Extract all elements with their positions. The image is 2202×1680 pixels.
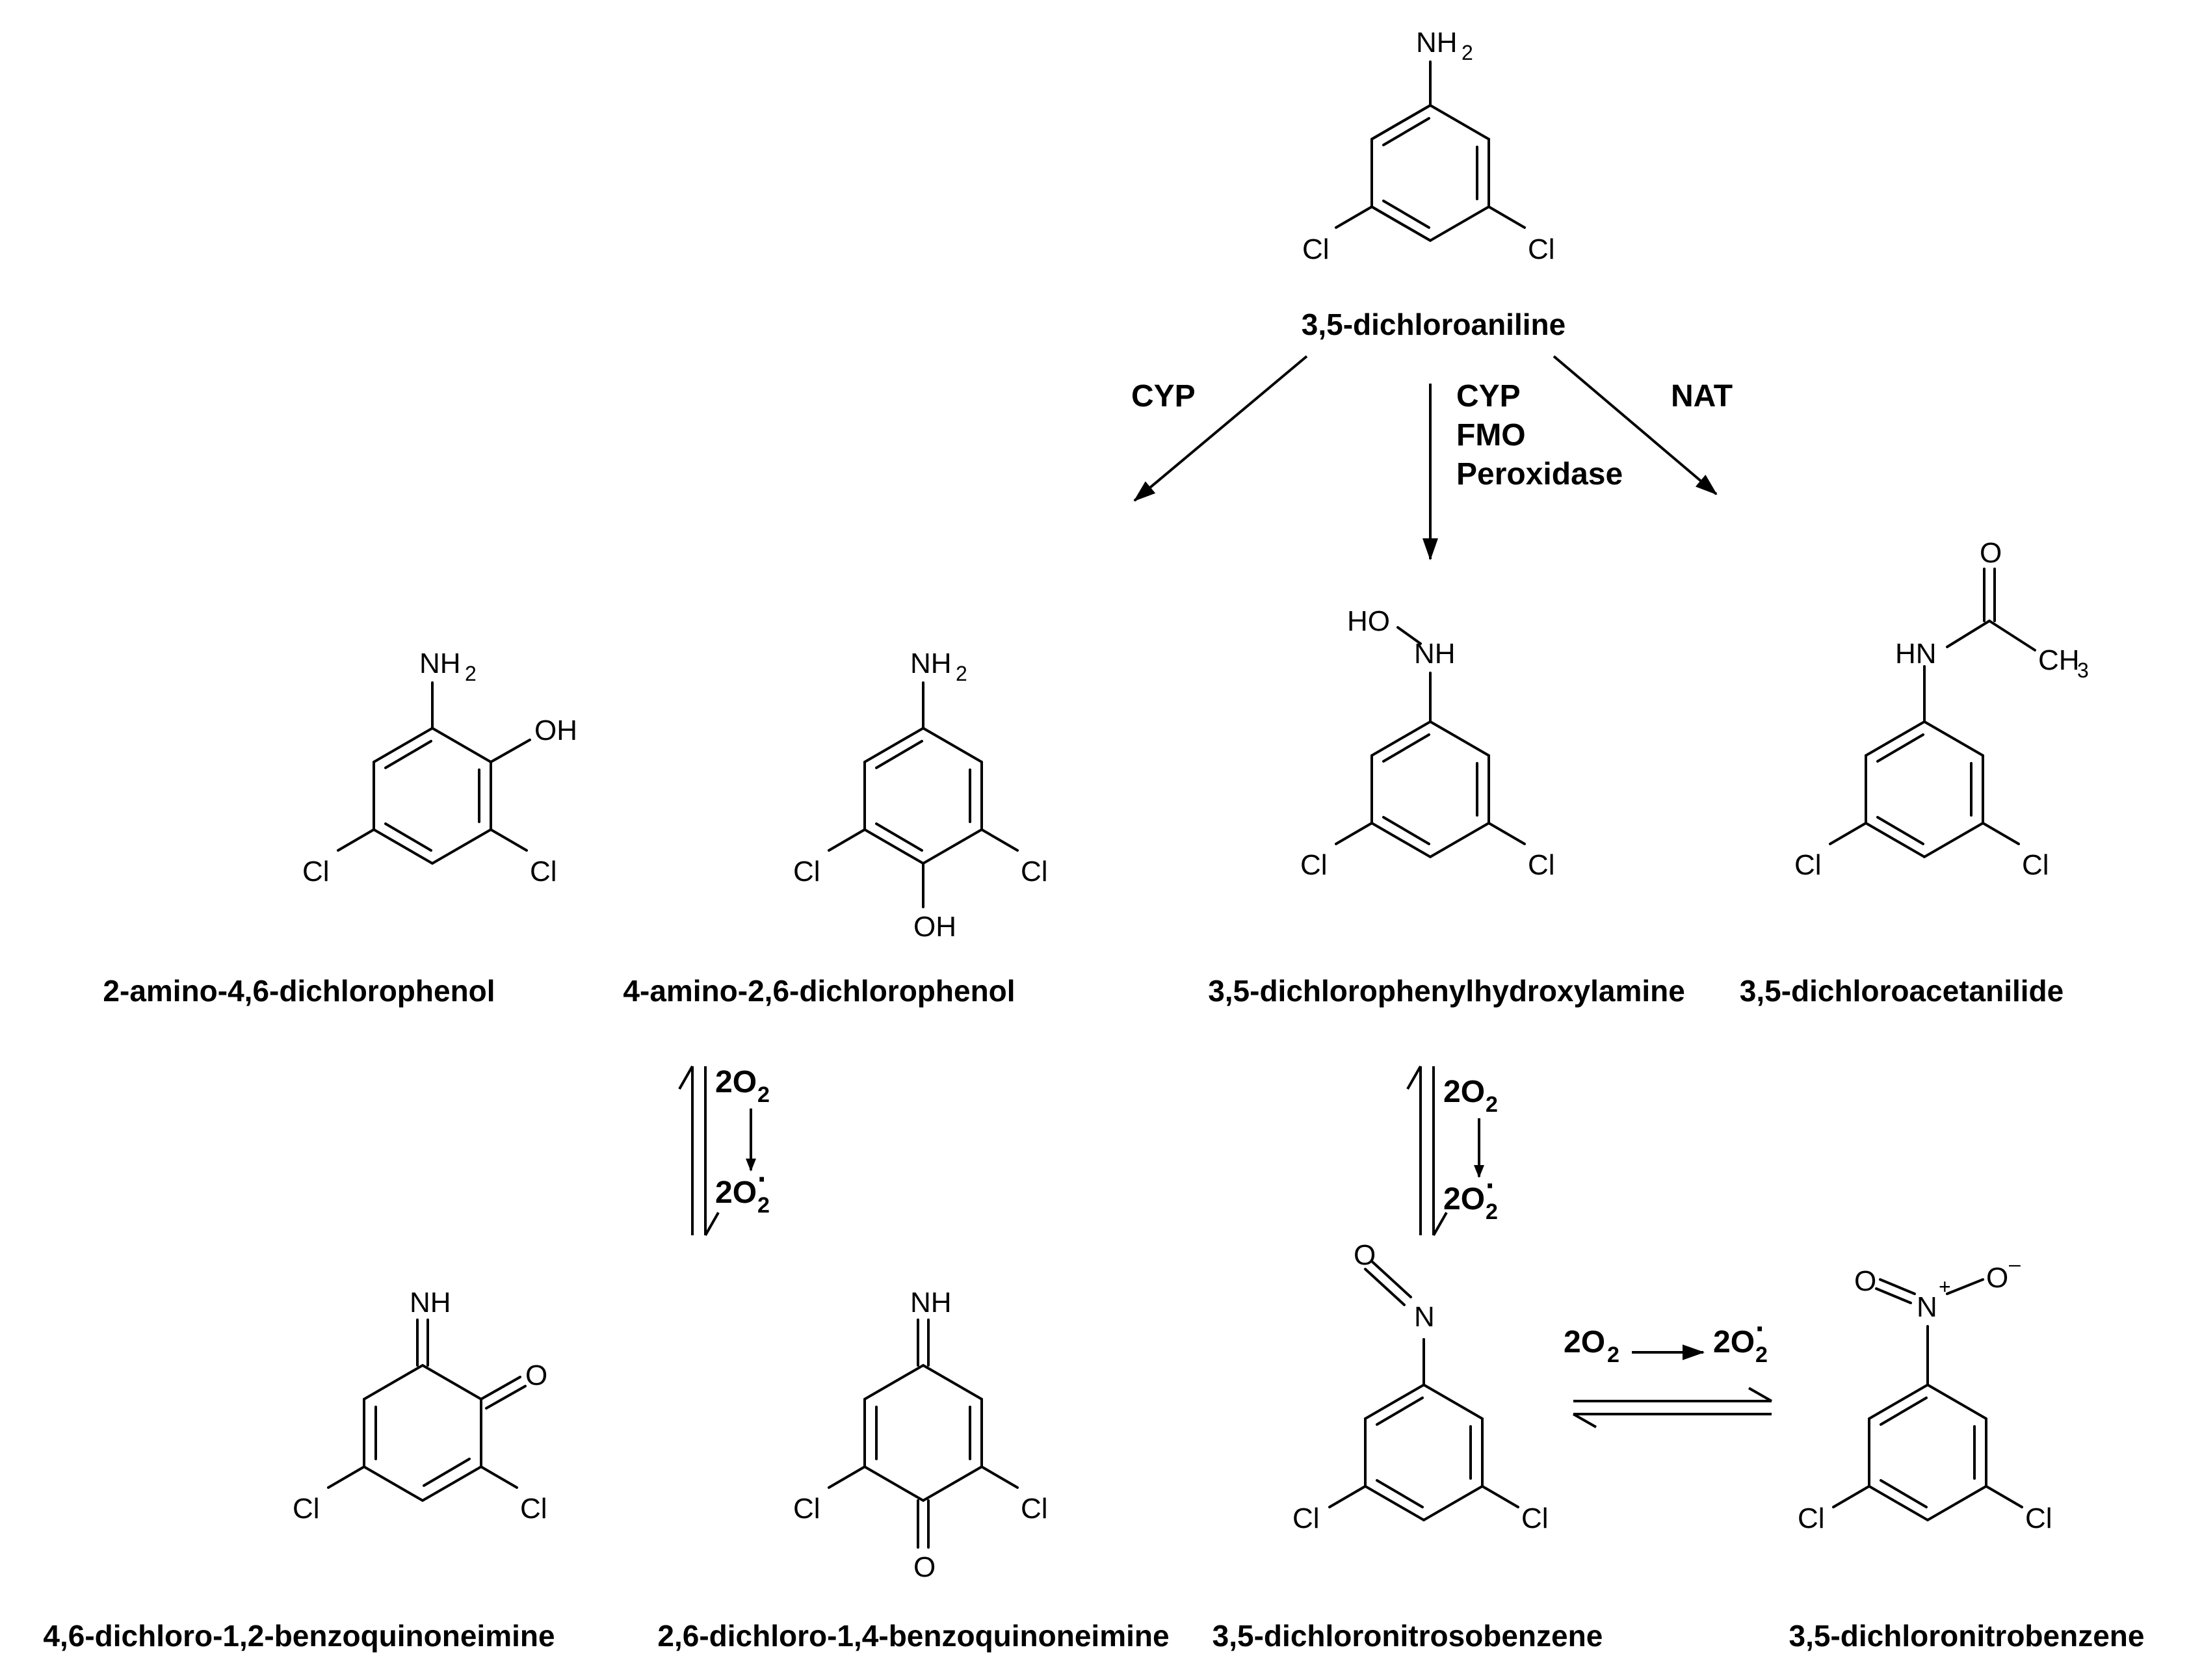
atom-nh: NH: [910, 1287, 952, 1319]
atom-o-charge: –: [2009, 1252, 2021, 1276]
arrow-nat-acetylation: [1553, 355, 1718, 495]
oxygen-o2-sub: 2: [757, 1083, 770, 1107]
label-2-6-dichloro-1-4-benzoquinoneimine: 2,6-dichloro-1,4-benzoquinoneimine: [657, 1619, 1169, 1653]
arrow-cyp-hydroxylation: [1133, 355, 1308, 502]
oxygen-o2-sub: 2: [1607, 1343, 1619, 1367]
atom-n-charge: +: [1939, 1275, 1951, 1298]
equilibrium-right: 2O 2 2O 2 ·: [1406, 1066, 1498, 1236]
atom-cl-left: Cl: [1794, 849, 1822, 881]
atom-cl-right: Cl: [2022, 849, 2049, 881]
atom-cl-right: Cl: [530, 856, 557, 887]
atom-nh: NH: [410, 1287, 451, 1319]
oxygen-o2: 2O: [1443, 1075, 1485, 1109]
superoxide-sup: ·: [1486, 1169, 1496, 1203]
atom-cl-left: Cl: [293, 1493, 320, 1525]
atom-hn: HN: [1895, 638, 1937, 670]
structure-2-6-dichloro-1-4-benzoquinoneimine: NH Cl Cl O: [793, 1287, 1048, 1583]
atom-cl-left: Cl: [1292, 1503, 1320, 1534]
structure-4-6-dichloro-1-2-benzoquinoneimine: NH O Cl Cl: [293, 1287, 547, 1525]
structure-dichloroaniline: NH 2 Cl Cl: [1302, 27, 1555, 265]
structure-dichloronitrosobenzene: O N Cl Cl: [1292, 1239, 1549, 1534]
atom-cl-right: Cl: [2025, 1503, 2052, 1534]
enzyme-cyp-left: CYP: [1131, 379, 1196, 413]
equilibrium-left: 2O 2 2O 2 ·: [678, 1065, 770, 1236]
superoxide-sub: 2: [1755, 1343, 1768, 1367]
atom-o: O: [1980, 537, 2002, 569]
atom-ch3: CH: [2038, 644, 2080, 676]
superoxide: 2O: [1713, 1325, 1755, 1359]
atom-cl-right: Cl: [1021, 1493, 1048, 1525]
enzyme-peroxidase: Peroxidase: [1456, 457, 1623, 492]
atom-cl-right: Cl: [1521, 1503, 1549, 1534]
equilibrium-horizontal: 2O 2 2O 2 ·: [1564, 1312, 1772, 1428]
superoxide-sup: ·: [1755, 1312, 1766, 1346]
superoxide-sub: 2: [757, 1193, 770, 1218]
label-4-6-dichloro-1-2-benzoquinoneimine: 4,6-dichloro-1,2-benzoquinoneimine: [43, 1619, 555, 1653]
enzyme-nat: NAT: [1671, 379, 1733, 413]
atom-nh2: NH: [910, 648, 952, 679]
atom-cl-left: Cl: [1302, 233, 1330, 265]
label-2-amino-4-6-dichlorophenol: 2-amino-4,6-dichlorophenol: [103, 974, 495, 1008]
label-dichloronitrobenzene: 3,5-dichloronitrobenzene: [1789, 1619, 2145, 1653]
structure-2-amino-4-6-dichlorophenol: NH 2 OH Cl Cl: [302, 648, 577, 887]
atom-nh2: NH: [419, 648, 461, 679]
label-dichlorophenylhydroxylamine: 3,5-dichlorophenylhydroxylamine: [1208, 974, 1685, 1008]
atom-cl-right: Cl: [1021, 856, 1048, 887]
superoxide-sup: ·: [757, 1162, 768, 1197]
atom-ch3-sub: 3: [2077, 659, 2089, 682]
atom-cl-left: Cl: [793, 856, 820, 887]
atom-cl-left: Cl: [1300, 849, 1328, 881]
label-dichloroaniline: 3,5-dichloroaniline: [1302, 308, 1566, 341]
atom-o-single: O: [1986, 1262, 2008, 1294]
atom-cl-right: Cl: [1528, 233, 1555, 265]
superoxide: 2O: [715, 1175, 757, 1210]
atom-cl-left: Cl: [793, 1493, 820, 1525]
oxygen-o2: 2O: [1564, 1325, 1605, 1359]
atom-o-double: O: [1854, 1265, 1876, 1297]
atom-n: N: [1414, 1301, 1435, 1333]
atom-ho: HO: [1347, 605, 1390, 637]
atom-oh: OH: [913, 911, 956, 943]
superoxide: 2O: [1443, 1182, 1485, 1216]
atom-n: N: [1917, 1291, 1937, 1323]
label-dichloronitrosobenzene: 3,5-dichloronitrosobenzene: [1212, 1619, 1603, 1653]
structure-dichloronitrobenzene: O N + O – Cl Cl: [1798, 1252, 2052, 1534]
atom-nh: NH: [1414, 638, 1456, 670]
structure-dichloroacetanilide: HN O CH 3 Cl Cl: [1794, 537, 2089, 881]
structure-4-amino-2-6-dichlorophenol: NH 2 Cl Cl OH: [793, 648, 1048, 943]
label-4-amino-2-6-dichlorophenol: 4-amino-2,6-dichlorophenol: [623, 974, 1015, 1008]
atom-o: O: [1354, 1239, 1376, 1271]
enzyme-cyp-middle: CYP: [1456, 379, 1521, 413]
atom-nh2-sub: 2: [956, 662, 967, 685]
atom-nh2-sub: 2: [1461, 41, 1473, 64]
atom-nh2: NH: [1416, 27, 1458, 59]
oxygen-o2: 2O: [715, 1065, 757, 1099]
atom-cl-right: Cl: [520, 1493, 547, 1525]
label-dichloroacetanilide: 3,5-dichloroacetanilide: [1740, 974, 2064, 1008]
atom-o: O: [525, 1359, 547, 1391]
atom-cl-left: Cl: [302, 856, 330, 887]
structure-dichlorophenylhydroxylamine: HO NH Cl Cl: [1300, 605, 1555, 881]
atom-oh: OH: [534, 715, 577, 746]
enzyme-fmo: FMO: [1456, 418, 1526, 453]
atom-cl-right: Cl: [1528, 849, 1555, 881]
atom-o: O: [913, 1551, 936, 1583]
superoxide-sub: 2: [1486, 1200, 1498, 1224]
oxygen-o2-sub: 2: [1486, 1092, 1498, 1117]
atom-nh2-sub: 2: [465, 662, 477, 685]
atom-cl-left: Cl: [1798, 1503, 1825, 1534]
